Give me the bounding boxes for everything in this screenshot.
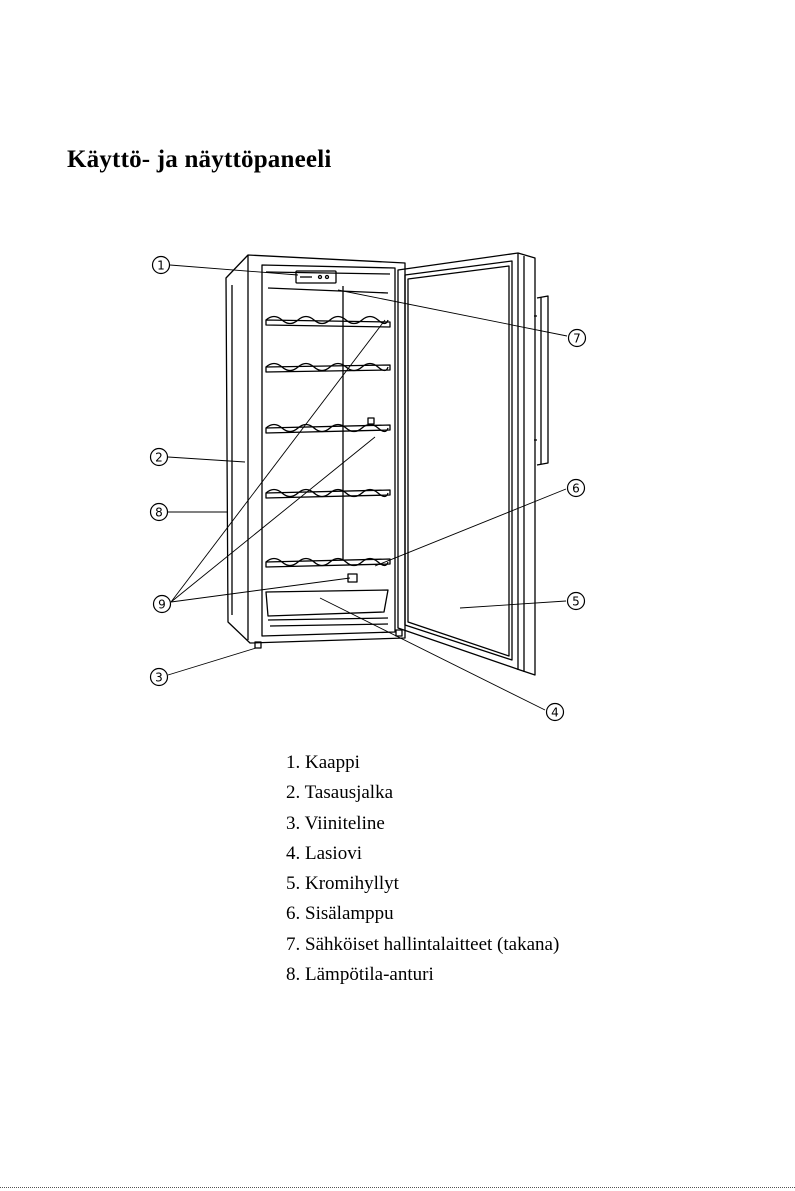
legend-item: 4. Lasiovi <box>286 839 559 869</box>
svg-text:1: 1 <box>157 259 165 273</box>
wine-shelves <box>266 317 390 583</box>
svg-text:9: 9 <box>158 598 166 612</box>
legend-item: 3. Viiniteline <box>286 809 559 839</box>
callout-9: 9 <box>154 596 171 613</box>
chrome-shelf <box>266 590 388 626</box>
parts-legend: 1. Kaappi 2. Tasausjalka 3. Viiniteline … <box>286 748 559 990</box>
svg-text:5: 5 <box>572 595 580 609</box>
callout-6: 6 <box>568 480 585 497</box>
callout-2: 2 <box>151 449 168 466</box>
svg-text:2: 2 <box>155 451 163 465</box>
svg-text:6: 6 <box>572 482 580 496</box>
callout-1: 1 <box>153 257 170 274</box>
callout-5: 5 <box>568 593 585 610</box>
callout-7: 7 <box>569 330 586 347</box>
door-handle <box>534 296 548 465</box>
cabinet-outline <box>226 255 405 643</box>
legend-item: 5. Kromihyllyt <box>286 869 559 899</box>
callout-4: 4 <box>547 704 564 721</box>
svg-text:8: 8 <box>155 506 163 520</box>
page-bottom-rule <box>0 1187 795 1188</box>
glass-door <box>398 253 535 675</box>
wine-cooler-diagram: 1 2 3 4 5 6 7 8 9 <box>0 0 795 760</box>
legend-item: 7. Sähköiset hallintalaitteet (takana) <box>286 930 559 960</box>
callout-8: 8 <box>151 504 168 521</box>
legend-item: 8. Lämpötila-anturi <box>286 960 559 990</box>
legend-item: 1. Kaappi <box>286 748 559 778</box>
svg-text:3: 3 <box>155 671 163 685</box>
legend-item: 2. Tasausjalka <box>286 778 559 808</box>
svg-text:7: 7 <box>573 332 581 346</box>
svg-text:4: 4 <box>551 706 559 720</box>
callout-3: 3 <box>151 669 168 686</box>
legend-item: 6. Sisälamppu <box>286 899 559 929</box>
